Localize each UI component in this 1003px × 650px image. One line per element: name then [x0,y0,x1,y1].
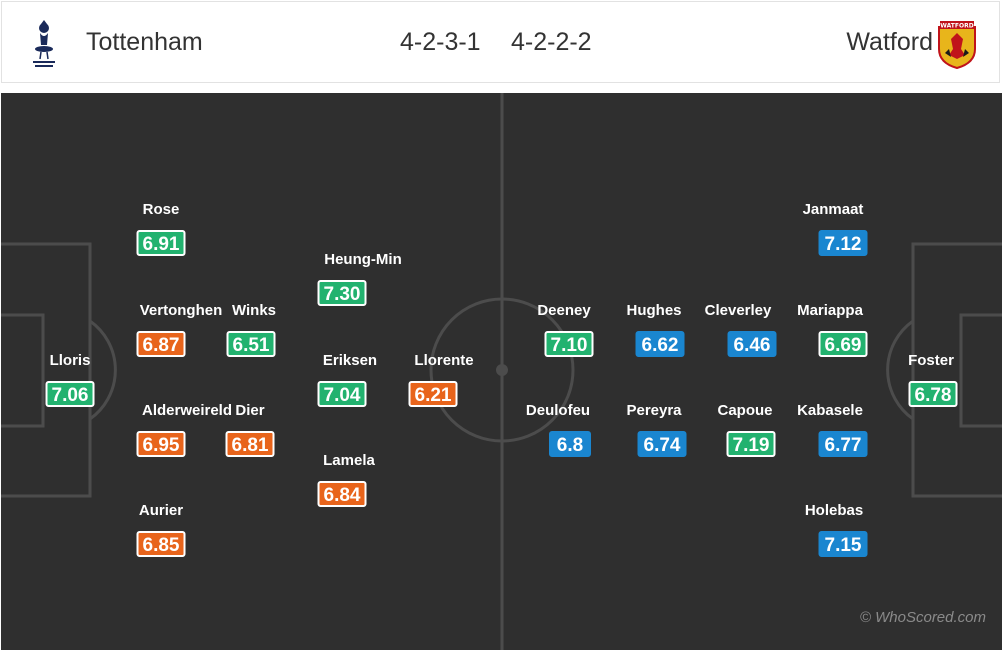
pitch: Lloris 7.06 Rose 6.91 Vertonghen 6.87 Al… [1,93,1002,650]
player-name: Foster [908,352,954,369]
player-rating: 6.85 [136,531,186,557]
watford-crest-icon: WATFORD [938,21,976,69]
pitch-lines [1,93,1002,650]
player-rating: 6.8 [549,431,591,457]
player-name: Alderweireld [141,402,233,419]
player-rating: 6.78 [908,381,958,407]
home-team-name: Tottenham [86,28,203,56]
player-rating: 7.12 [818,230,868,256]
player-rating: 7.06 [45,381,95,407]
tottenham-crest-icon [33,20,55,67]
match-header: Tottenham 4-2-3-1 4-2-2-2 Watford WATFOR… [1,1,1000,83]
player-rating: 6.69 [818,331,868,357]
player-name: Kabasele [797,402,863,419]
player-rating: 6.91 [136,230,186,256]
player-rating: 6.81 [225,431,275,457]
player-name: Hughes [626,302,682,319]
away-team-name: Watford [846,28,933,56]
player-name: Capoue [717,402,773,419]
player-rating: 6.77 [818,431,868,457]
player-name: Deeney [537,302,591,319]
player-rating: 6.62 [635,331,685,357]
player-rating: 7.15 [818,531,868,557]
player-name: Llorente [414,352,474,369]
player-rating: 6.21 [408,381,458,407]
player-name: Janmaat [802,201,864,218]
away-formation: 4-2-2-2 [511,28,592,56]
player-rating: 6.46 [727,331,777,357]
player-name: Cleverley [704,302,772,319]
player-name: Dier [235,402,265,419]
player-rating: 6.95 [136,431,186,457]
player-rating: 7.19 [726,431,776,457]
player-rating: 6.87 [136,331,186,357]
player-name: Lloris [49,352,91,369]
player-rating: 6.51 [226,331,276,357]
player-name: Deulofeu [525,402,591,419]
player-name: Rose [142,201,180,218]
whoscored-watermark: © WhoScored.com [859,609,986,626]
home-formation: 4-2-3-1 [400,28,481,56]
player-rating: 6.74 [637,431,687,457]
player-name: Winks [231,302,277,319]
player-name: Aurier [138,502,184,519]
player-name: Pereyra [626,402,682,419]
player-name: Mariappa [797,302,863,319]
watford-crest-text: WATFORD [940,23,973,30]
player-rating: 7.10 [544,331,594,357]
player-name: Lamela [323,452,375,469]
player-name: Heung-Min [324,251,402,268]
player-rating: 7.04 [317,381,367,407]
player-name: Eriksen [322,352,378,369]
player-name: Vertonghen [139,302,223,319]
player-rating: 6.84 [317,481,367,507]
player-name: Holebas [804,502,864,519]
player-rating: 7.30 [317,280,367,306]
